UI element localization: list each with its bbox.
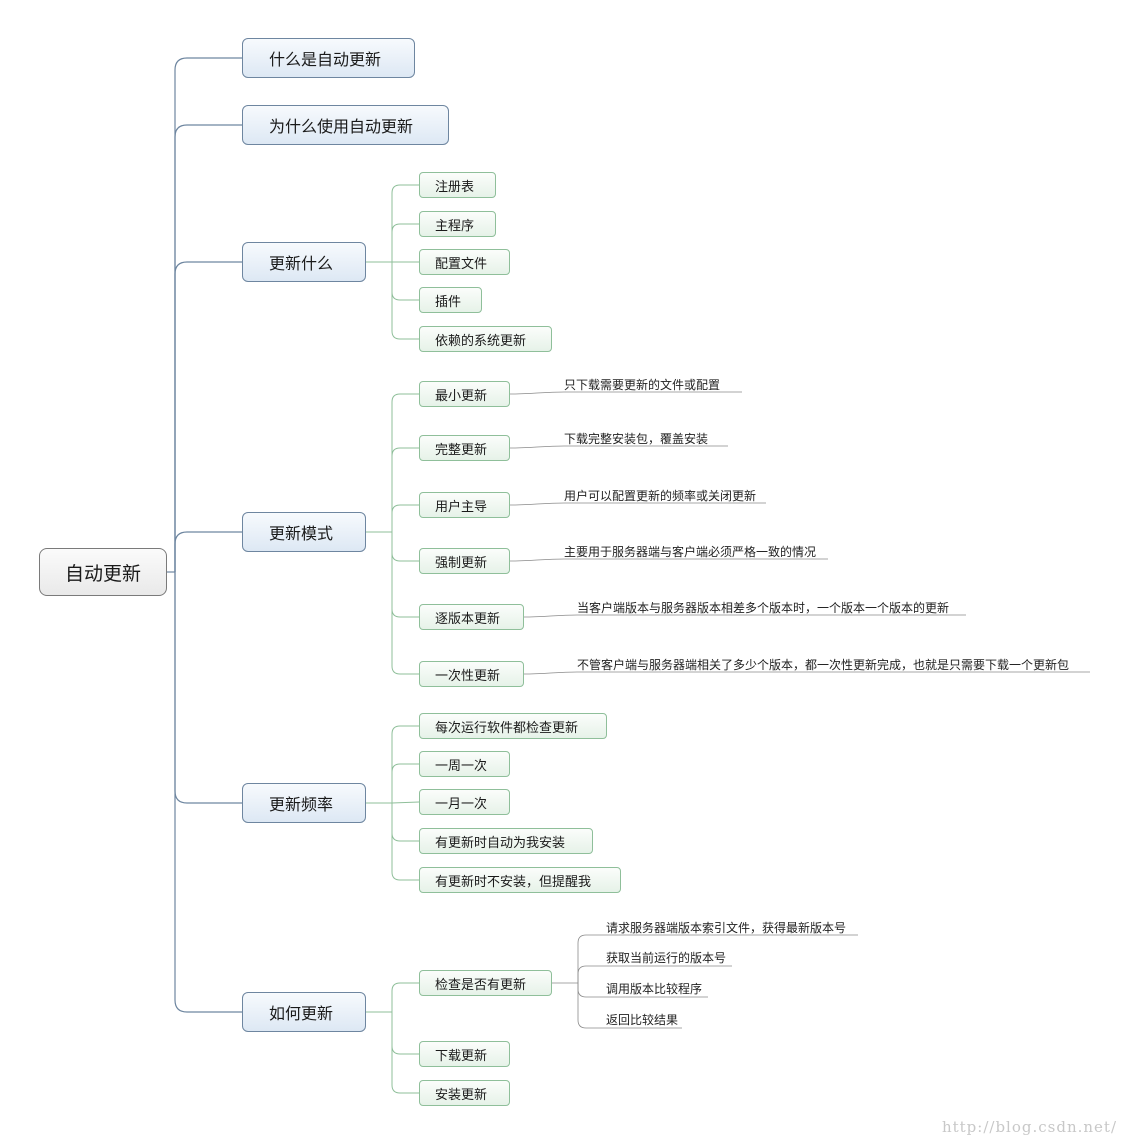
subtopic-forced-update[interactable]: 强制更新 (419, 548, 510, 574)
note-link (523, 614, 966, 618)
sub-link (391, 184, 419, 262)
note-get-current-version: 获取当前运行的版本号 (606, 951, 727, 965)
subtopic-one-time-update[interactable]: 一次性更新 (419, 661, 524, 687)
note-link (577, 965, 732, 983)
sub-link (391, 262, 419, 301)
note-link (577, 983, 682, 1029)
note-return-result: 返回比较结果 (606, 1013, 679, 1027)
topic-update-frequency[interactable]: 更新频率 (242, 783, 366, 823)
sub-link (391, 801, 420, 804)
subtopic-config-file[interactable]: 配置文件 (419, 249, 510, 275)
note-call-compare: 调用版本比较程序 (606, 982, 703, 996)
note-incremental-update: 当客户端版本与服务器版本相差多个版本时，一个版本一个版本的更新 (577, 601, 950, 615)
watermark-text: http://blog.csdn.net/ (941, 1118, 1117, 1136)
note-link (509, 502, 766, 506)
subtopic-check-every-run[interactable]: 每次运行软件都检查更新 (419, 713, 607, 739)
subtopic-download-update[interactable]: 下载更新 (419, 1041, 510, 1067)
sub-link (391, 393, 419, 532)
subtopic-auto-install[interactable]: 有更新时自动为我安装 (419, 828, 593, 854)
note-link (577, 934, 858, 983)
sub-link (391, 982, 419, 1012)
subtopic-check-for-update[interactable]: 检查是否有更新 (419, 970, 552, 996)
subtopic-main-program[interactable]: 主程序 (419, 211, 496, 237)
note-request-version-index: 请求服务器端版本索引文件，获得最新版本号 (606, 921, 847, 935)
topic-how-to-update[interactable]: 如何更新 (242, 992, 366, 1032)
note-forced-update: 主要用于服务器端与客户端必须严格一致的情况 (564, 545, 817, 559)
main-link (174, 572, 242, 804)
main-link (174, 572, 242, 1013)
sub-link (391, 532, 419, 675)
sub-link (391, 223, 419, 262)
topic-update-mode[interactable]: 更新模式 (242, 512, 366, 552)
subtopic-user-driven[interactable]: 用户主导 (419, 492, 510, 518)
subtopic-registry[interactable]: 注册表 (419, 172, 496, 198)
note-link (509, 445, 728, 449)
note-link (523, 671, 1090, 675)
note-link (509, 391, 742, 395)
main-link (174, 531, 242, 572)
sub-link (391, 763, 419, 803)
sub-link (391, 803, 419, 842)
sub-link (391, 262, 419, 340)
subtopic-system-dependency[interactable]: 依赖的系统更新 (419, 326, 552, 352)
subtopic-monthly[interactable]: 一月一次 (419, 789, 510, 815)
note-link (509, 558, 828, 562)
sub-link (391, 803, 419, 881)
subtopic-plugin[interactable]: 插件 (419, 287, 482, 313)
topic-why-use-auto-update[interactable]: 为什么使用自动更新 (242, 105, 449, 145)
subtopic-incremental-update[interactable]: 逐版本更新 (419, 604, 524, 630)
sub-link (391, 532, 419, 618)
root-topic[interactable]: 自动更新 (39, 548, 167, 596)
sub-link (391, 532, 419, 562)
subtopic-install-update[interactable]: 安装更新 (419, 1080, 510, 1106)
note-one-time-update: 不管客户端与服务器端相关了多少个版本，都一次性更新完成，也就是只需要下载一个更新… (577, 658, 1070, 672)
note-full-update: 下载完整安装包，覆盖安装 (564, 432, 709, 446)
topic-what-to-update[interactable]: 更新什么 (242, 242, 366, 282)
subtopic-full-update[interactable]: 完整更新 (419, 435, 510, 461)
subtopic-remind-only[interactable]: 有更新时不安装，但提醒我 (419, 867, 621, 893)
sub-link (391, 1012, 419, 1094)
main-link (174, 261, 242, 572)
sub-link (391, 725, 419, 803)
subtopic-weekly[interactable]: 一周一次 (419, 751, 510, 777)
main-link (174, 57, 242, 572)
topic-what-is-auto-update[interactable]: 什么是自动更新 (242, 38, 415, 78)
note-user-driven: 用户可以配置更新的频率或关闭更新 (564, 489, 757, 503)
sub-link (391, 447, 419, 532)
main-link (174, 124, 242, 572)
sub-link (391, 1012, 419, 1055)
note-minimal-update: 只下载需要更新的文件或配置 (564, 378, 721, 392)
subtopic-minimal-update[interactable]: 最小更新 (419, 381, 510, 407)
sub-link (391, 504, 419, 532)
